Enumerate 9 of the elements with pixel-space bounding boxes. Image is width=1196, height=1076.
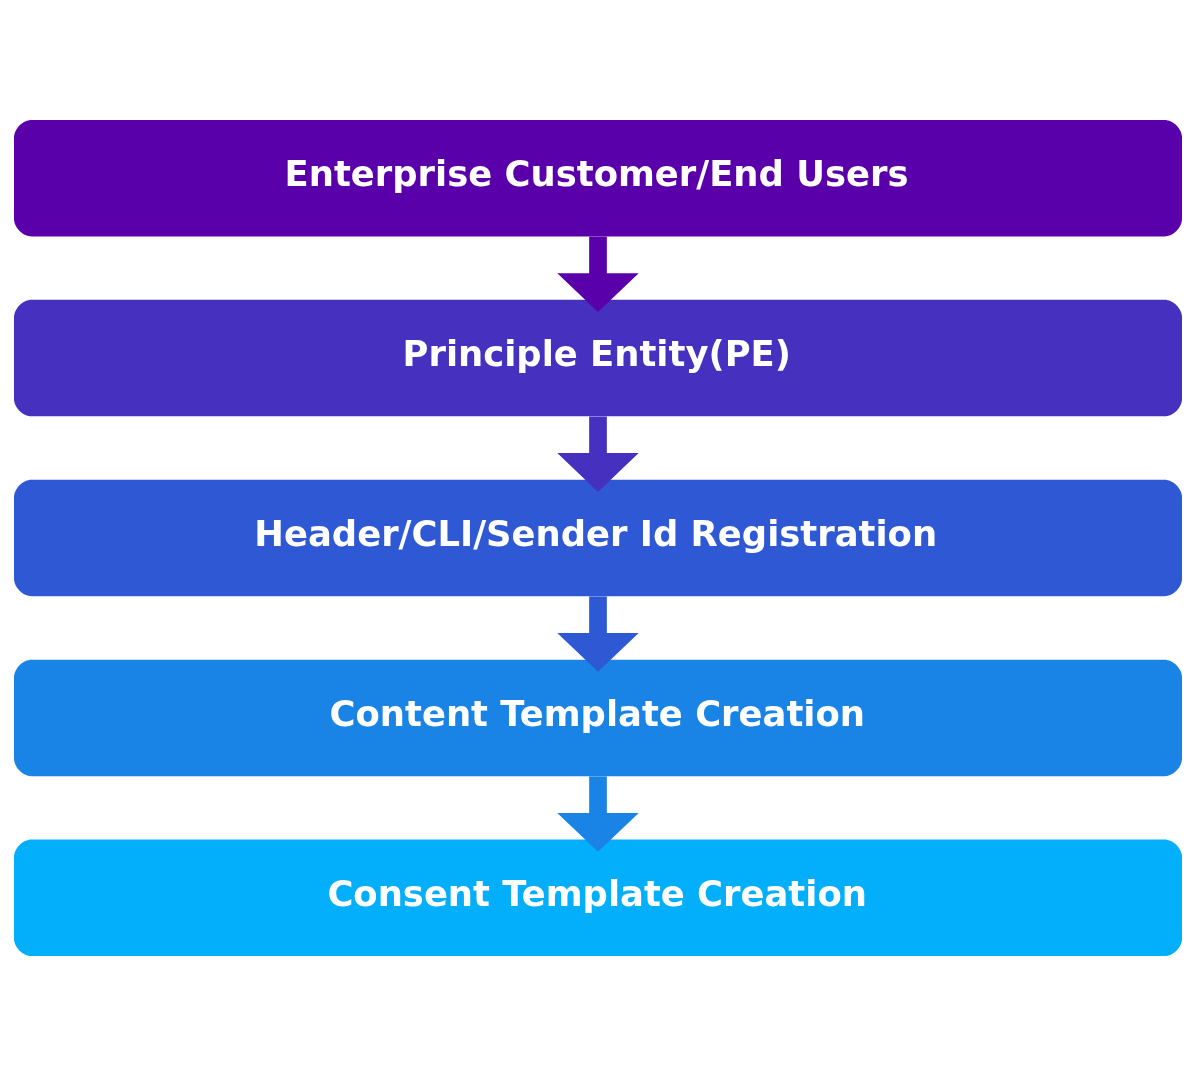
node-box: Header/CLI/Sender Id Registration	[14, 479, 1182, 597]
node-box: Content Template Creation	[14, 659, 1182, 777]
node-box: Enterprise Customer/End Users	[14, 119, 1182, 237]
arrow	[557, 236, 639, 312]
arrow	[557, 416, 639, 492]
arrow	[557, 776, 639, 852]
arrow	[557, 596, 639, 672]
node-box: Consent Template Creation	[14, 839, 1182, 957]
node-box: Principle Entity(PE)	[14, 299, 1182, 417]
